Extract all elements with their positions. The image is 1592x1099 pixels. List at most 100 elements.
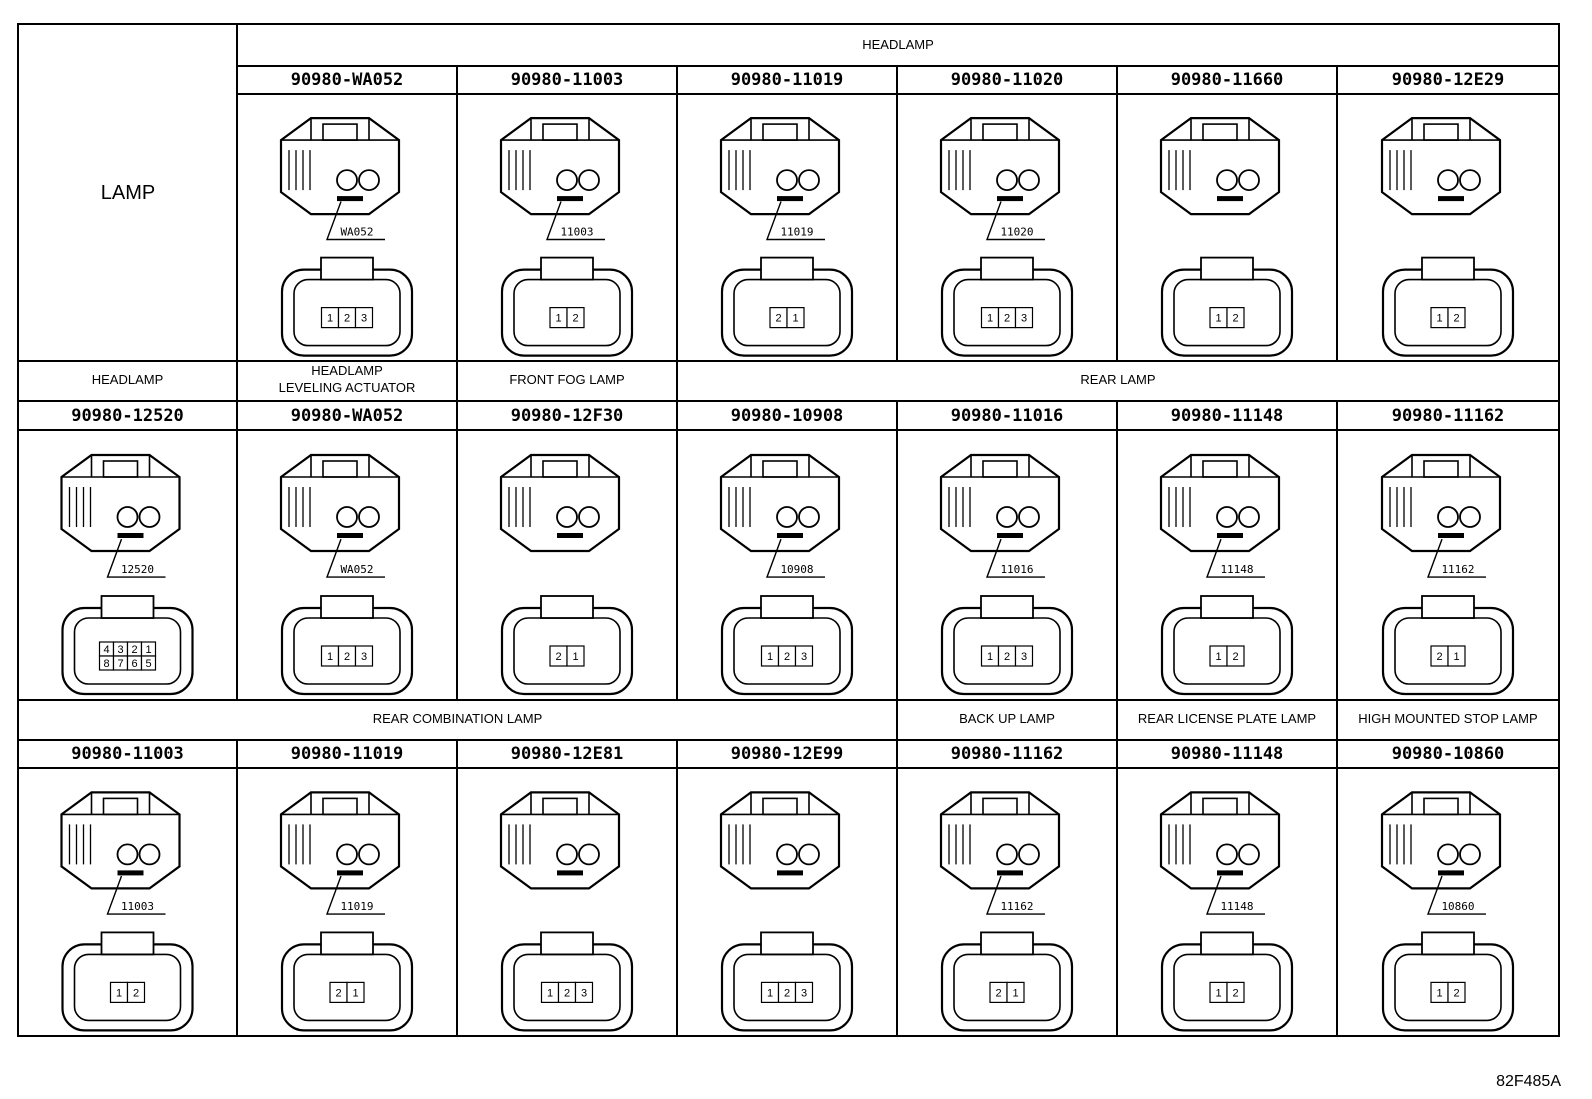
pin-cell (1226, 307, 1245, 329)
callout-label: 11148 (1220, 563, 1253, 576)
part-number: 90980-11020 (951, 70, 1064, 90)
lamp-label: LAMP (101, 182, 155, 204)
callout-leader (1205, 538, 1265, 578)
pin-number: 2 (133, 987, 139, 999)
callout-label: WA052 (340, 226, 373, 239)
pin-number: 1 (572, 651, 578, 663)
part-number: 90980-12E99 (731, 744, 844, 764)
callout-label: WA052 (340, 563, 373, 576)
pin-number: 1 (767, 651, 773, 663)
part-number: 90980-11016 (951, 406, 1064, 426)
part-number: 90980-11019 (291, 744, 404, 764)
pin-number: 1 (987, 313, 993, 325)
pin-number: 2 (572, 313, 578, 325)
group-header: HEADLAMP (862, 37, 934, 52)
pin-number: 2 (131, 644, 137, 656)
callout-label: 11019 (780, 226, 813, 239)
part-number: 90980-11162 (951, 744, 1064, 764)
pin-number: 2 (335, 987, 341, 999)
pin-cell (574, 981, 594, 1004)
callout-label: 11148 (1220, 900, 1253, 913)
callout-leader (1426, 538, 1486, 578)
connector-iso-view (1380, 453, 1502, 553)
group-label: HIGH MOUNTED STOP LAMP (1358, 711, 1537, 726)
connector-iso-view (1380, 791, 1502, 890)
pin-number: 3 (117, 644, 123, 656)
pin-number: 2 (784, 651, 790, 663)
pin-number: 2 (564, 987, 570, 999)
connector-iso-view (719, 117, 841, 216)
part-number: 90980-11003 (71, 744, 184, 764)
pin-cell (566, 645, 585, 667)
callout-label: 11016 (1000, 563, 1033, 576)
pin-number: 1 (1215, 313, 1221, 325)
callout-leader (106, 538, 166, 578)
pin-cell (786, 307, 805, 329)
connector-iso-view (1380, 117, 1502, 216)
pin-number: 1 (327, 313, 333, 325)
pin-number: 2 (1004, 313, 1010, 325)
pin-number: 6 (131, 658, 137, 670)
callout-leader (545, 201, 605, 241)
pin-cell (1447, 307, 1466, 329)
pin-number: 4 (103, 644, 109, 656)
pin-number: 3 (1021, 651, 1027, 663)
part-number: 90980-10860 (1392, 744, 1505, 764)
group-header: HIGH MOUNTED STOP LAMP (1358, 711, 1537, 726)
group-label: HEADLAMP (311, 363, 383, 378)
callout-label: 10908 (780, 563, 813, 576)
pin-number: 2 (1232, 987, 1238, 999)
group-header: HEADLAMP (92, 372, 164, 387)
pin-number: 1 (792, 313, 798, 325)
callout-leader (985, 538, 1045, 578)
callout-leader (106, 875, 166, 915)
pin-number: 1 (1012, 987, 1018, 999)
pin-cell (140, 655, 157, 671)
connector-iso-view (1159, 791, 1281, 890)
pin-number: 3 (361, 313, 367, 325)
callout-leader (765, 538, 825, 578)
part-number: 90980-11162 (1392, 406, 1505, 426)
pin-number: 3 (801, 987, 807, 999)
connector-iso-view (939, 453, 1061, 553)
callout-leader (765, 201, 825, 241)
callout-label: 11003 (560, 226, 593, 239)
table-grid (17, 23, 1560, 1037)
pin-number: 2 (995, 987, 1001, 999)
part-number: 90980-12F30 (511, 406, 624, 426)
pin-number: 2 (555, 651, 561, 663)
pin-cell (1014, 645, 1034, 667)
connector-iso-view (499, 791, 621, 890)
pin-number: 2 (775, 313, 781, 325)
connector-iso-view (60, 791, 181, 890)
callout-label: 10860 (1441, 900, 1474, 913)
pin-number: 1 (327, 651, 333, 663)
pin-number: 1 (1215, 651, 1221, 663)
pin-number: 2 (1232, 313, 1238, 325)
pin-number: 2 (344, 313, 350, 325)
pin-number: 1 (1436, 313, 1442, 325)
part-number: 90980-11003 (511, 70, 624, 90)
pin-number: 2 (344, 651, 350, 663)
